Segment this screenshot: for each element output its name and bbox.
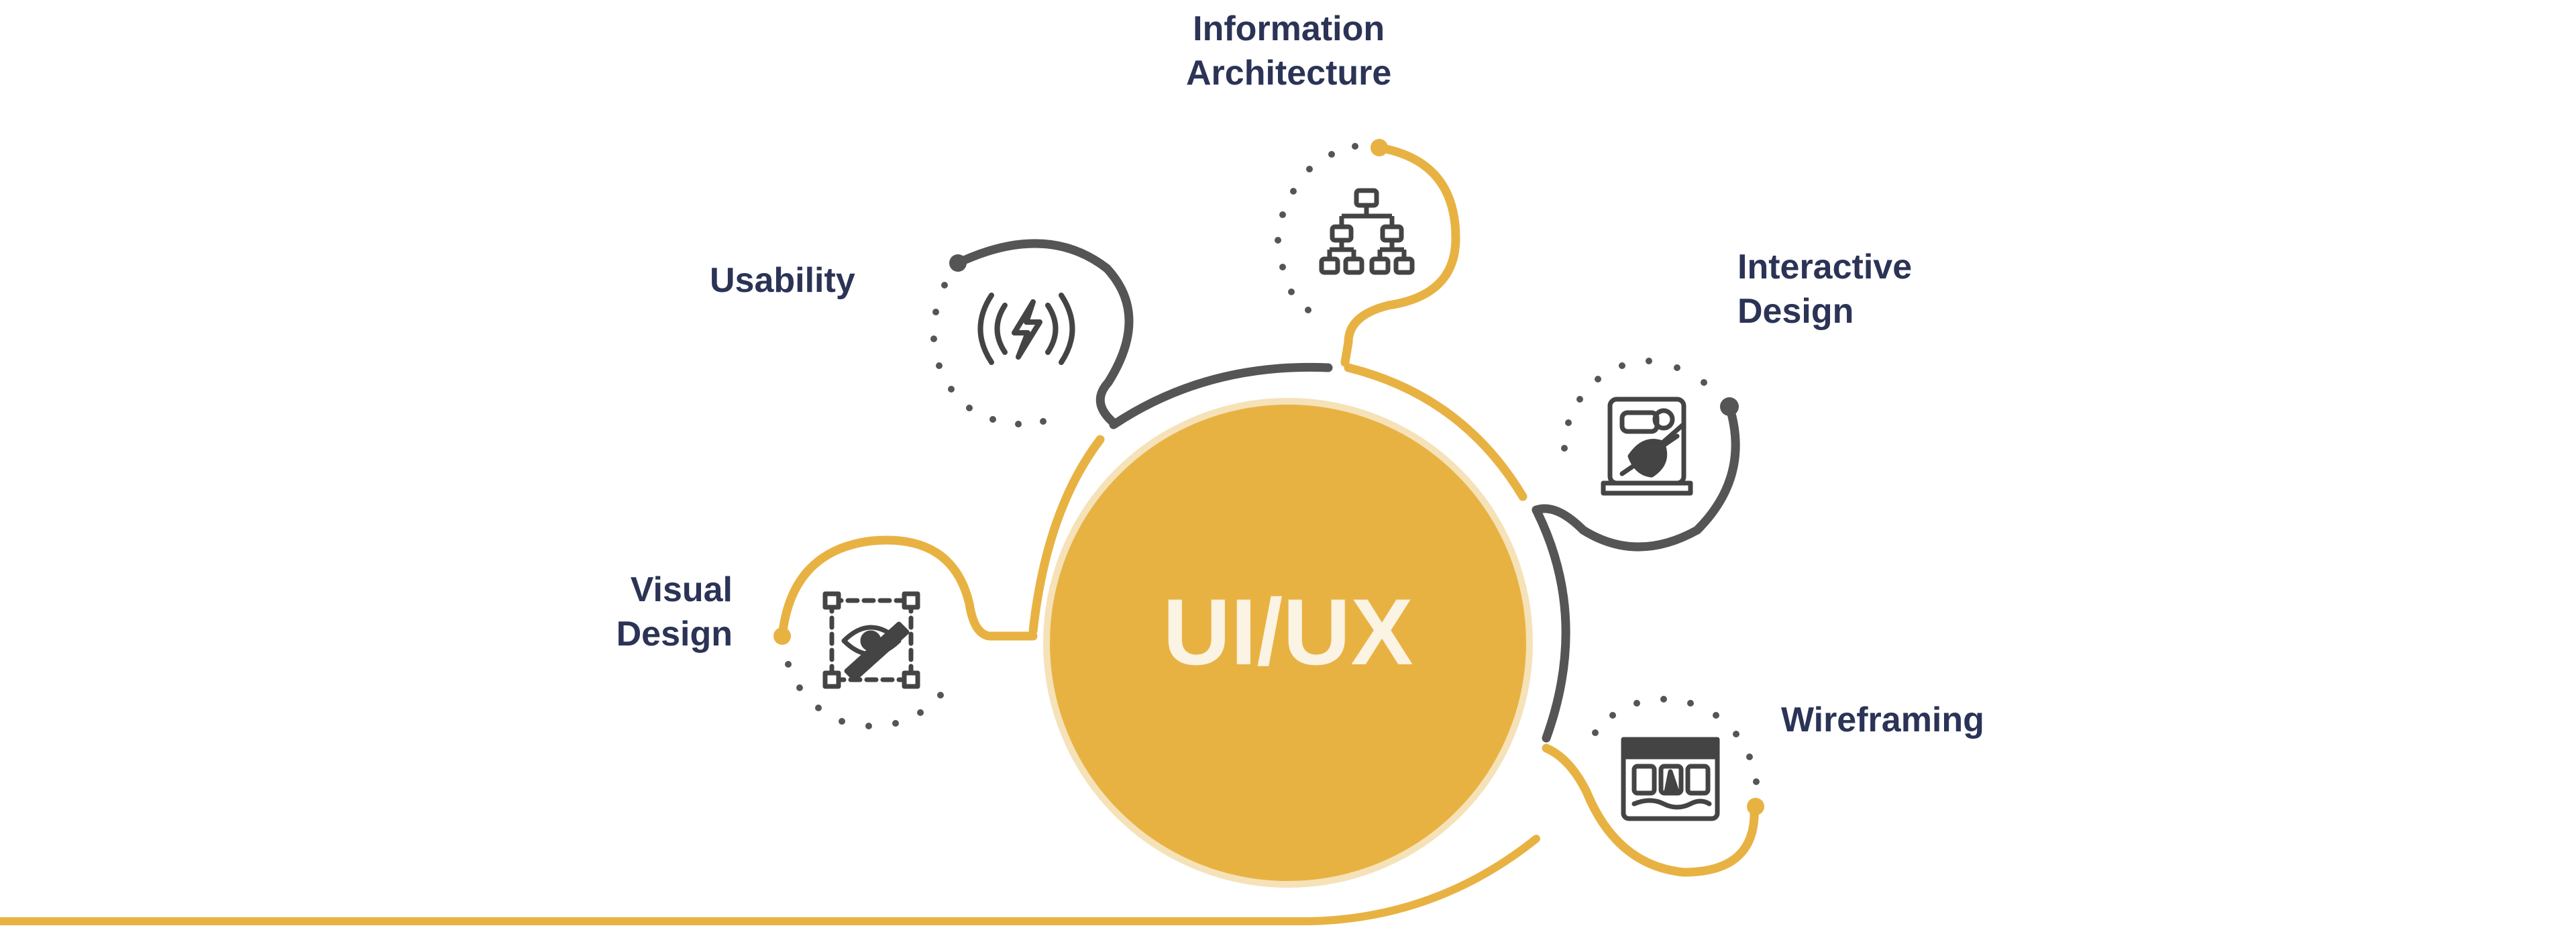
design-tablet-icon [1601, 397, 1693, 496]
hierarchy-icon [1319, 188, 1415, 275]
interactive-design-start-dot [1720, 397, 1739, 416]
interactive-design-line1: Interactive [1737, 248, 1913, 287]
wireframing-line1: Wireframing [1781, 701, 1984, 739]
wireframing-end-dot [1747, 798, 1764, 815]
interactive-design-line2: Design [1737, 292, 1854, 331]
interactive-design-dots [1561, 358, 1707, 452]
visual-design-arc [777, 535, 1038, 641]
visual-design-line1: Visual [630, 570, 733, 609]
information-architecture-line2: Architecture [1186, 54, 1392, 93]
usability-start-dot [949, 254, 967, 272]
visual-design-line2: Design [616, 615, 733, 654]
usability-line1: Usability [710, 261, 855, 300]
node-wireframing [1542, 696, 1764, 877]
visual-design-start-dot [773, 627, 791, 645]
ring-arc-left [1028, 435, 1105, 635]
label-visual-design: Visual Design [602, 568, 733, 656]
center-circle [1043, 398, 1533, 888]
ring-arc-right [1532, 505, 1570, 743]
label-wireframing: Wireframing [1781, 698, 1984, 742]
node-interactive-design [1532, 358, 1740, 552]
node-information-architecture [1275, 139, 1460, 367]
lightning-signal-icon [977, 293, 1075, 365]
node-visual-design [773, 535, 1038, 729]
node-usability [930, 239, 1134, 427]
eye-pen-icon [822, 591, 920, 689]
center-label: UI/UX [1163, 579, 1413, 684]
ring-arc-top [1109, 362, 1333, 429]
baseline-connector [0, 835, 1540, 925]
wireframing-dots [1592, 696, 1760, 785]
label-interactive-design: Interactive Design [1737, 245, 1912, 333]
information-architecture-arc [1340, 143, 1460, 367]
interactive-design-arc [1532, 402, 1740, 552]
visual-design-dots [785, 661, 944, 729]
usability-dots [930, 282, 1046, 427]
wireframe-browser-icon [1621, 737, 1720, 821]
label-information-architecture: Information Architecture [1186, 7, 1391, 95]
label-usability: Usability [710, 258, 855, 303]
information-architecture-line1: Information [1193, 9, 1385, 48]
ring-arc-top-right [1344, 363, 1527, 501]
information-architecture-dots [1275, 143, 1358, 313]
wireframing-arc [1542, 743, 1759, 877]
information-architecture-start-dot [1371, 139, 1388, 156]
usability-arc [953, 239, 1134, 427]
